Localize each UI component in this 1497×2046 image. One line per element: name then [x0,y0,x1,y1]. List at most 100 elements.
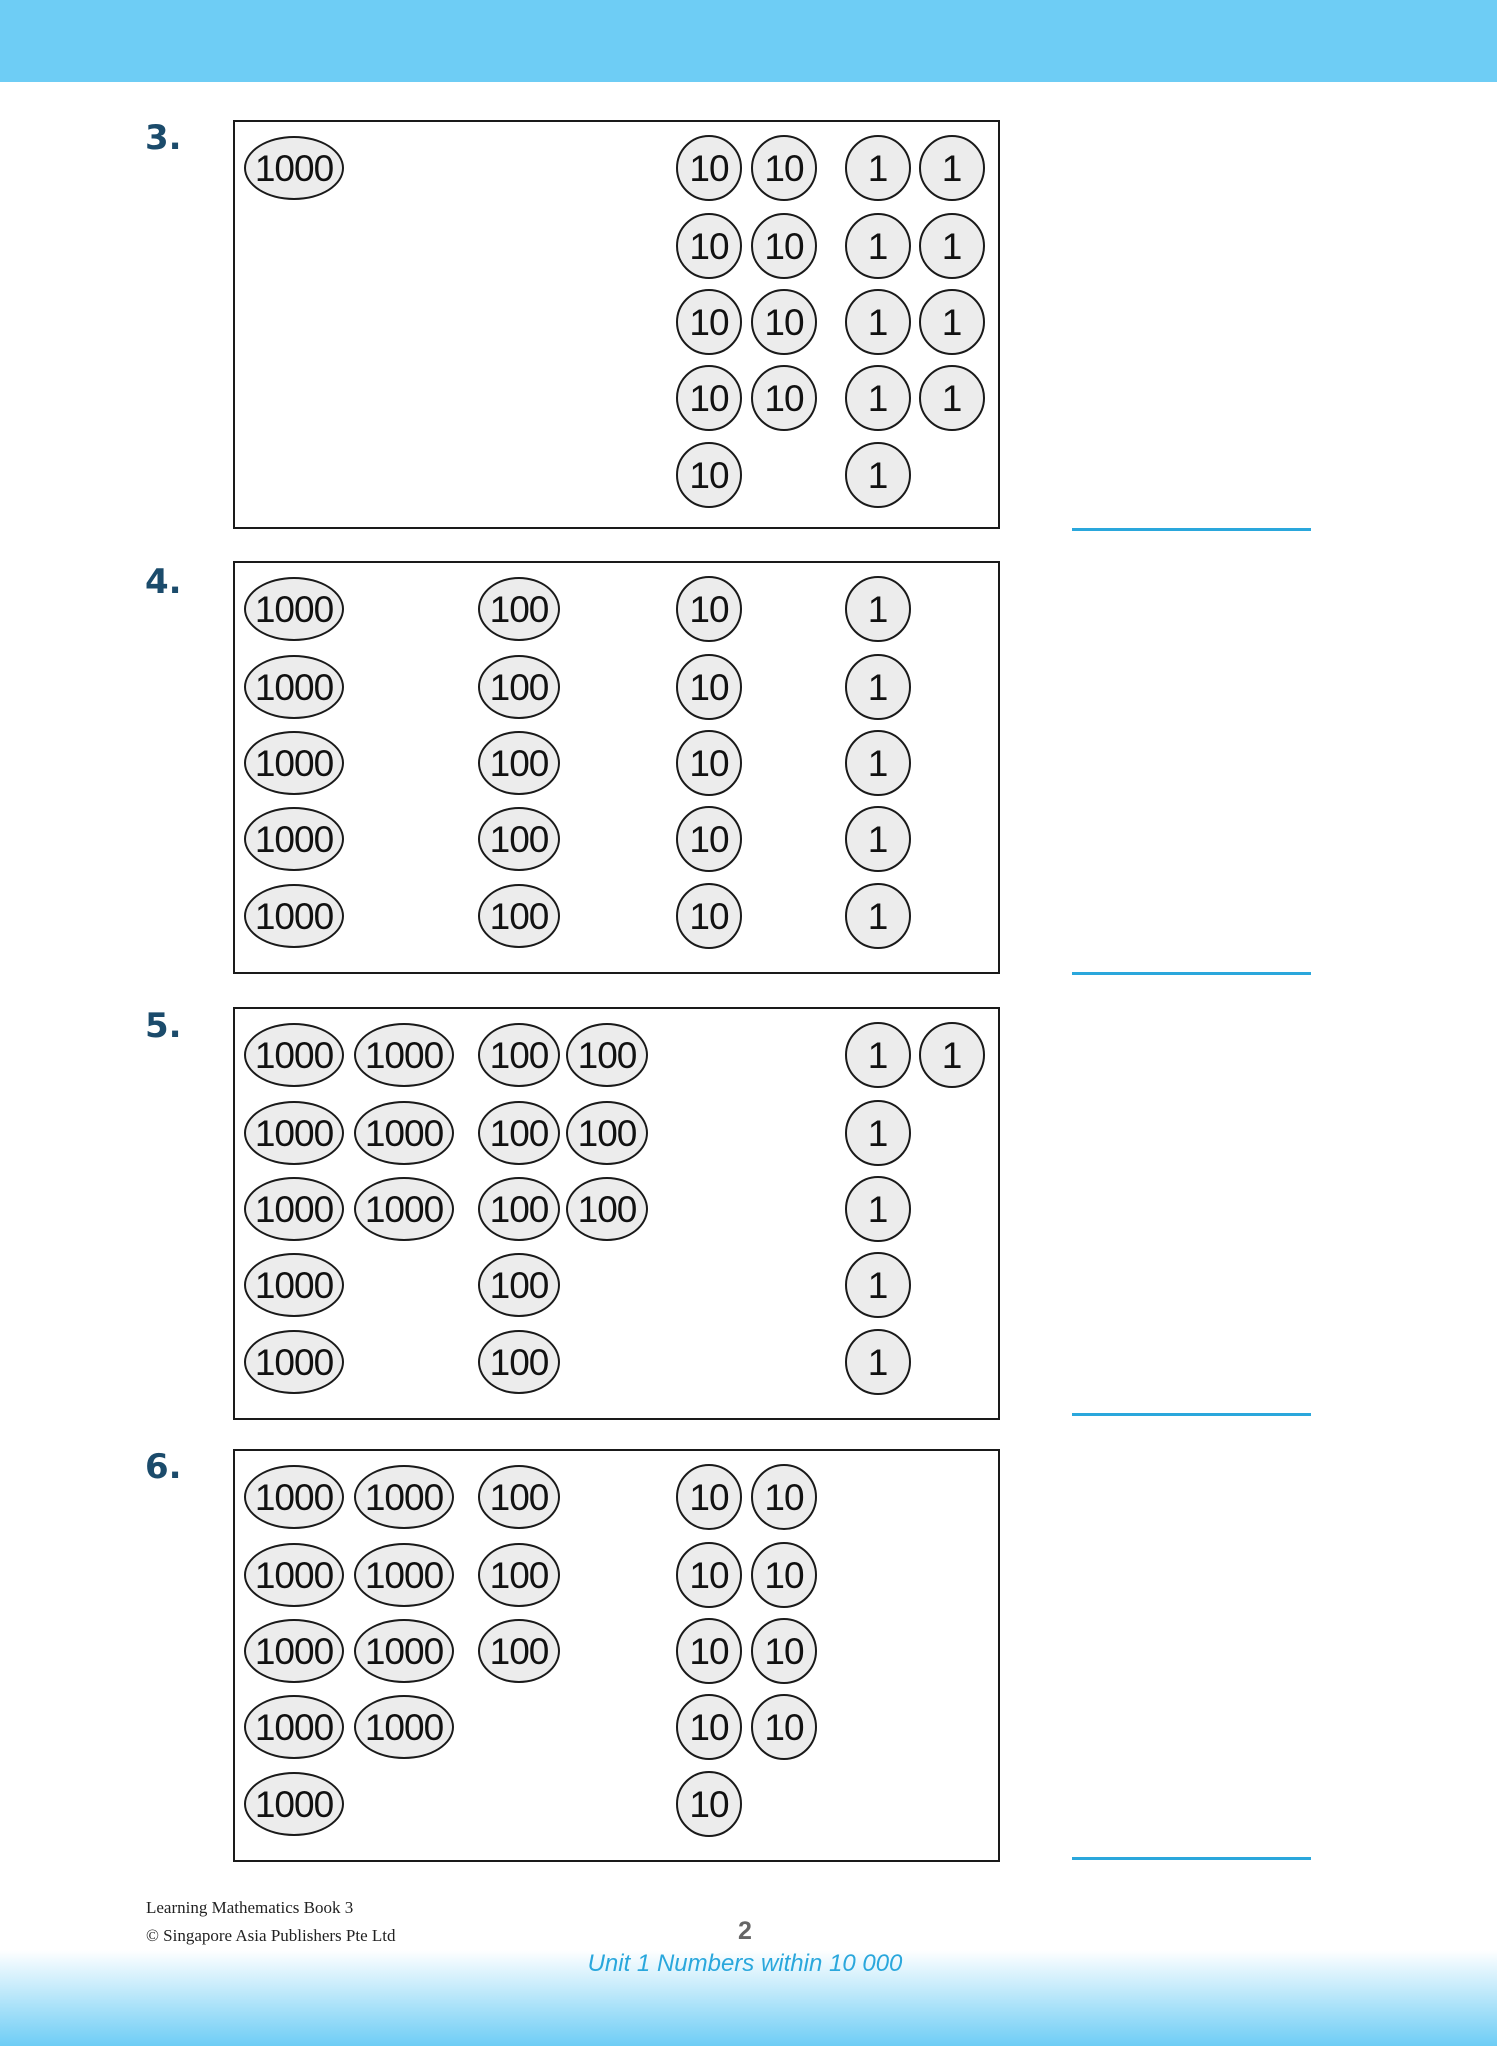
place-value-chip-10: 10 [676,442,742,508]
place-value-chip-100: 100 [566,1023,648,1087]
place-value-chip-1: 1 [845,1176,911,1242]
page-number: 2 [738,1917,752,1945]
place-value-chip-100: 100 [478,1619,560,1683]
header-band [0,0,1497,82]
place-value-chip-1000: 1000 [354,1619,454,1683]
place-value-chip-1000: 1000 [244,1543,344,1607]
place-value-chip-10: 10 [676,654,742,720]
place-value-chip-10: 10 [676,1694,742,1760]
place-value-chip-1: 1 [845,135,911,201]
place-value-chip-10: 10 [676,1542,742,1608]
answer-line[interactable] [1072,528,1311,531]
place-value-chip-1000: 1000 [354,1695,454,1759]
place-value-chip-10: 10 [676,883,742,949]
place-value-chip-1: 1 [845,1329,911,1395]
place-value-chip-100: 100 [478,1101,560,1165]
place-value-chip-100: 100 [478,884,560,948]
place-value-chip-1000: 1000 [354,1177,454,1241]
book-title: Learning Mathematics Book 3 [146,1898,354,1917]
answer-line[interactable] [1072,1413,1311,1416]
place-value-chip-10: 10 [676,1618,742,1684]
place-value-chip-1: 1 [919,289,985,355]
place-value-chip-1: 1 [919,213,985,279]
place-value-chip-1: 1 [919,135,985,201]
question-number: 6. [145,1447,182,1487]
place-value-chip-1000: 1000 [244,1330,344,1394]
place-value-chip-100: 100 [478,1330,560,1394]
place-value-chip-1: 1 [845,576,911,642]
place-value-chip-10: 10 [751,1618,817,1684]
place-value-chip-1000: 1000 [244,1619,344,1683]
place-value-chip-10: 10 [676,1464,742,1530]
place-value-chip-1000: 1000 [244,1772,344,1836]
place-value-chip-1: 1 [845,883,911,949]
place-value-chip-100: 100 [478,1253,560,1317]
place-value-chip-1000: 1000 [244,884,344,948]
place-value-chip-10: 10 [751,1464,817,1530]
place-value-chip-1000: 1000 [354,1465,454,1529]
place-value-chip-1000: 1000 [244,1101,344,1165]
place-value-chip-10: 10 [751,1542,817,1608]
place-value-chip-1000: 1000 [244,1023,344,1087]
place-value-chip-1000: 1000 [244,1695,344,1759]
place-value-chip-1000: 1000 [354,1101,454,1165]
place-value-chip-1: 1 [845,289,911,355]
answer-line[interactable] [1072,1857,1311,1860]
place-value-chip-1: 1 [919,1022,985,1088]
place-value-chip-100: 100 [478,807,560,871]
place-value-chip-1: 1 [845,365,911,431]
place-value-chip-1000: 1000 [244,731,344,795]
place-value-chip-1: 1 [845,1252,911,1318]
place-value-chip-100: 100 [478,731,560,795]
place-value-chip-100: 100 [566,1101,648,1165]
place-value-chip-1000: 1000 [354,1543,454,1607]
place-value-chip-1: 1 [845,1100,911,1166]
place-value-chip-10: 10 [751,135,817,201]
place-value-chip-10: 10 [751,213,817,279]
place-value-chip-10: 10 [676,213,742,279]
place-value-chip-1: 1 [845,213,911,279]
place-value-chip-1000: 1000 [244,1177,344,1241]
place-value-chip-10: 10 [751,1694,817,1760]
copyright-notice: © Singapore Asia Publishers Pte Ltd [146,1926,396,1945]
place-value-chip-100: 100 [478,655,560,719]
answer-line[interactable] [1072,972,1311,975]
place-value-chip-10: 10 [676,576,742,642]
place-value-chip-1: 1 [919,365,985,431]
place-value-chip-10: 10 [676,135,742,201]
question-number: 4. [145,562,182,602]
place-value-chip-1: 1 [845,806,911,872]
place-value-chip-1000: 1000 [244,1465,344,1529]
question-box: 1000 100 10 1 1000 100 10 1 1000 100 10 1 1000 100 10 1… [233,561,1000,974]
unit-label: Unit 1 Numbers within 10 000 [587,1950,903,1977]
place-value-chip-1: 1 [845,442,911,508]
place-value-chip-1000: 1000 [244,655,344,719]
place-value-chip-100: 100 [478,1465,560,1529]
place-value-chip-10: 10 [676,806,742,872]
place-value-chip-100: 100 [478,1023,560,1087]
place-value-chip-10: 10 [751,289,817,355]
question-number: 5. [145,1006,182,1046]
place-value-chip-1: 1 [845,1022,911,1088]
place-value-chip-1: 1 [845,730,911,796]
place-value-chip-10: 10 [676,730,742,796]
place-value-chip-10: 10 [676,365,742,431]
place-value-chip-1000: 1000 [244,136,344,200]
place-value-chip-1000: 1000 [244,577,344,641]
place-value-chip-10: 10 [751,365,817,431]
place-value-chip-100: 100 [478,577,560,641]
place-value-chip-100: 100 [566,1177,648,1241]
place-value-chip-10: 10 [676,289,742,355]
place-value-chip-100: 100 [478,1177,560,1241]
place-value-chip-1000: 1000 [244,807,344,871]
place-value-chip-1: 1 [845,654,911,720]
question-number: 3. [145,118,182,158]
place-value-chip-100: 100 [478,1543,560,1607]
place-value-chip-1000: 1000 [244,1253,344,1317]
place-value-chip-1000: 1000 [354,1023,454,1087]
place-value-chip-10: 10 [676,1771,742,1837]
footer-band [0,1950,1497,2046]
